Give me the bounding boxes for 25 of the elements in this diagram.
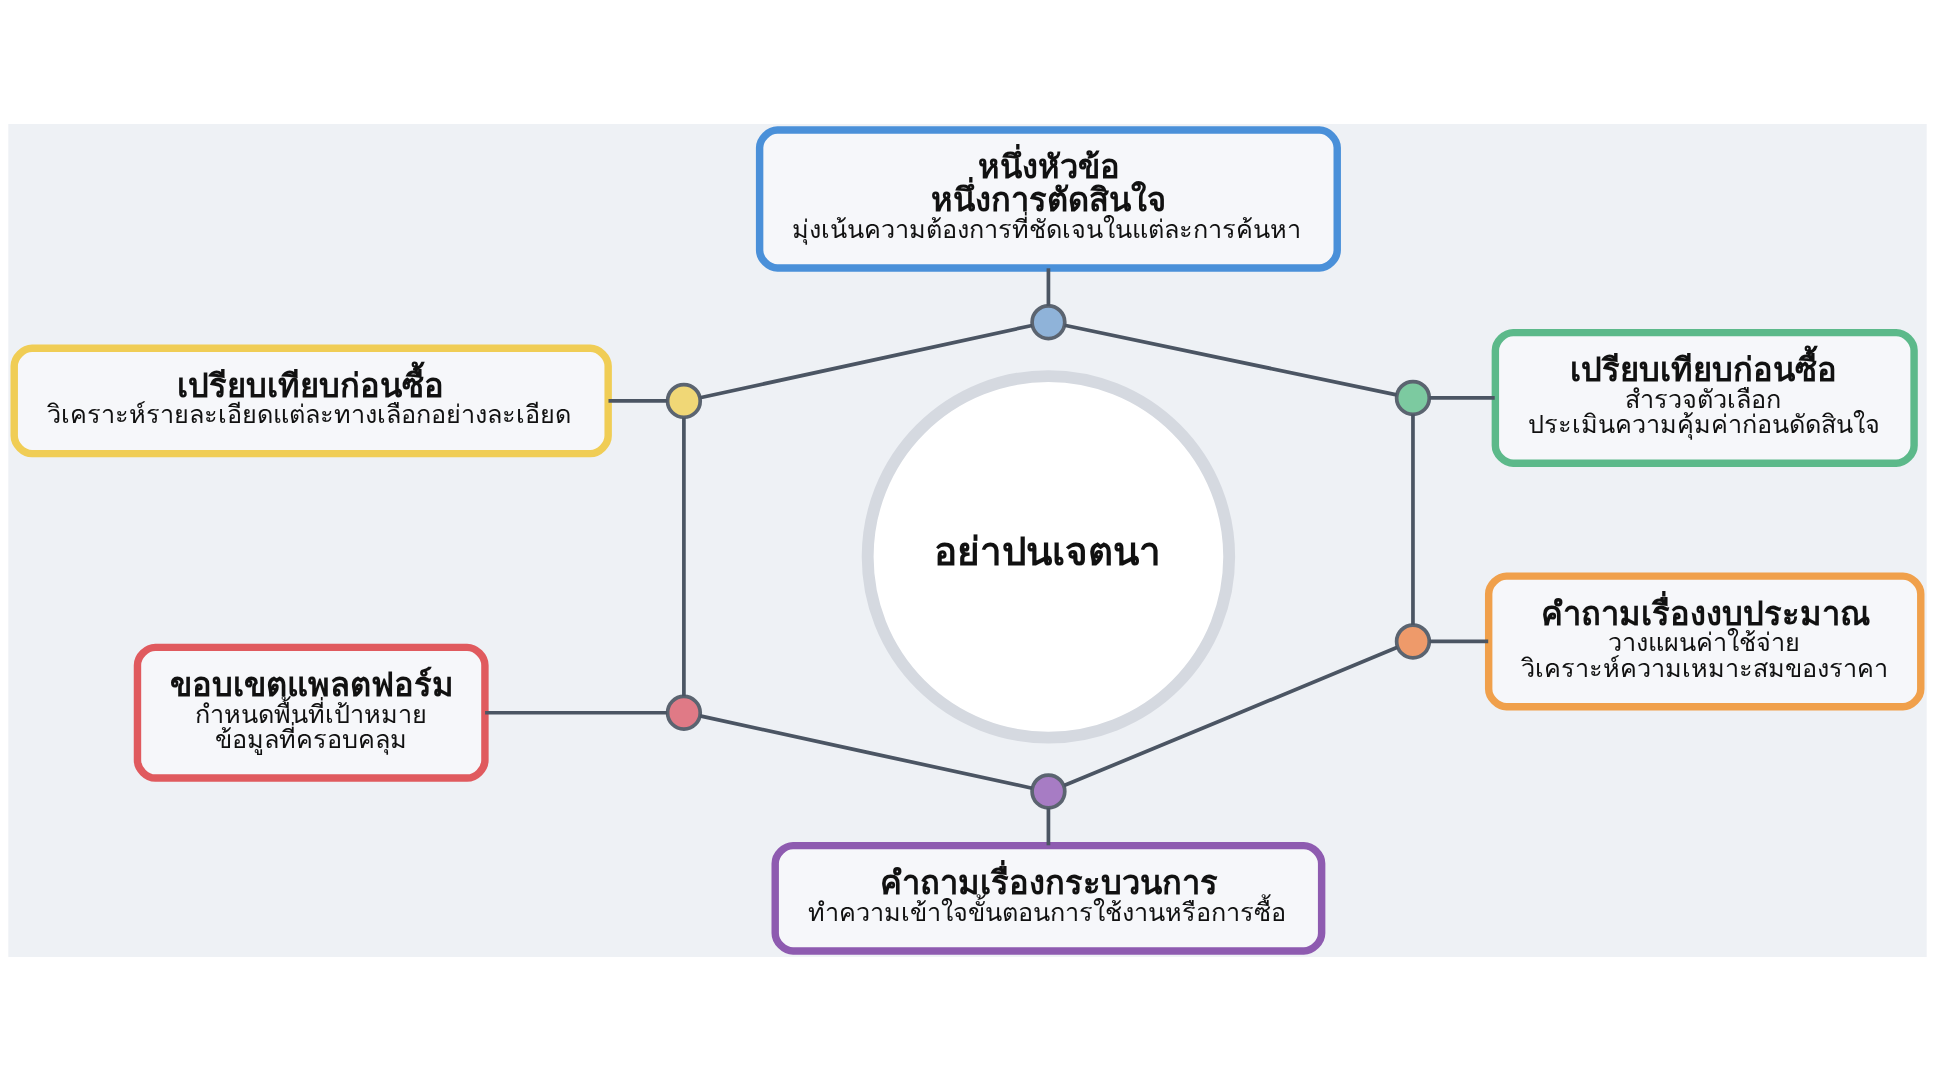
node-circle [665, 694, 703, 731]
node-circle [1394, 379, 1432, 416]
connector [699, 323, 1033, 400]
connector [682, 417, 686, 696]
node-circle [1030, 772, 1067, 810]
connector [699, 713, 1033, 790]
node-box: ขอบเขตแพลตฟอร์ม กำหนดพื้นที่เป้าหมาย ข้อมูลที่ครอบคลุม [133, 643, 489, 782]
connector [1046, 267, 1051, 306]
connector [1411, 413, 1415, 625]
node-box: เปรียบเทียบก่อนซื้อ สำรวจตัวเลือก ประเมินความคุ้มค่าก่อนดัดสินใจ [1491, 328, 1918, 467]
node-circle [665, 382, 703, 419]
connector [1429, 395, 1495, 400]
node-box: หนึ่งหัวข้อ หนึ่งการตัดสินใจ มุ่งเน้นความต้องการที่ชัดเจนในแต่ละการค้นหา [755, 125, 1341, 272]
connector [485, 710, 668, 715]
node-box: คำถามเรื่องกระบวนการ ทำความเข้าใจขั้นตอนการใช้งานหรือการซื้อ [771, 841, 1326, 955]
connector [608, 398, 668, 403]
node-circle [1394, 622, 1432, 660]
connector [1063, 645, 1399, 787]
node-circle: อย่าปนเจตนา [861, 369, 1236, 744]
connector [1429, 639, 1489, 643]
connector [1046, 807, 1051, 845]
connector [1064, 322, 1398, 397]
node-box: เปรียบเทียบก่อนซื้อ วิเคราะห์รายละเอียดแต่ละทางเลือกอย่างละเอียด [10, 344, 612, 457]
node-box: คำถามเรื่องงบประมาณ วางแผนค่าใช้จ่าย วิเคราะห์ความเหมาะสมของราคา [1484, 571, 1925, 710]
node-circle [1030, 303, 1067, 340]
